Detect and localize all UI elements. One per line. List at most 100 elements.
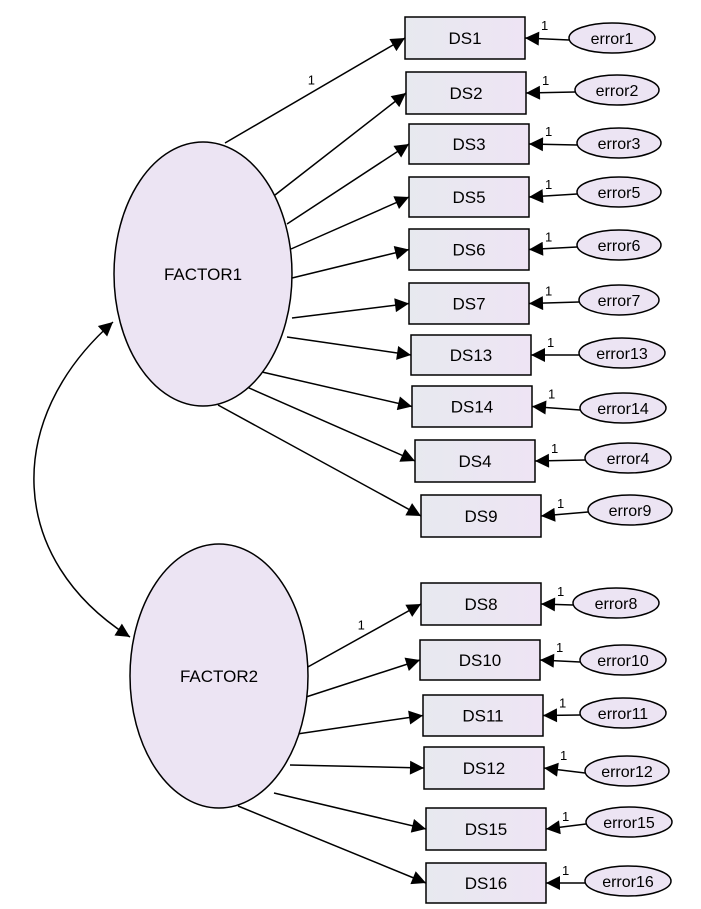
indicator-box-ds4	[414, 439, 536, 483]
error-label-error5: error5	[598, 185, 641, 202]
loading-arrow-ds10	[305, 657, 421, 698]
indicator-box-ds7	[408, 282, 530, 325]
loading-arrow-ds11	[296, 710, 424, 735]
error-ellipse-error16	[584, 865, 672, 897]
indicator-label-ds11: DS11	[462, 707, 503, 726]
error-ellipse-error10	[579, 644, 667, 676]
indicator-box-ds13	[410, 334, 532, 376]
error-arrow-ds4	[534, 453, 586, 468]
factor1-ellipse	[113, 141, 293, 407]
indicator-label-ds15: DS15	[465, 820, 508, 839]
indicator-label-ds8: DS8	[464, 595, 497, 614]
loading-arrow-ds1	[224, 37, 406, 144]
error-arrow-ds9	[540, 507, 589, 522]
indicator-box-ds8	[420, 582, 542, 626]
error-label-error1: error1	[591, 31, 634, 48]
error-label-error11: error11	[598, 706, 648, 723]
error-label-error6: error6	[598, 238, 641, 255]
error-ellipse-error15	[585, 806, 673, 838]
loading-arrow-ds7	[291, 298, 410, 319]
error-arrow-ds2	[525, 85, 576, 100]
loading-arrow-ds13	[286, 336, 412, 360]
error-label-error10: error10	[597, 653, 649, 670]
error-ellipse-error1	[568, 22, 656, 54]
error-weight-label-ds16: 1	[562, 863, 569, 878]
indicator-label-ds10: DS10	[459, 651, 502, 670]
error-ellipse-error11	[579, 697, 667, 729]
error-weight-label-ds13: 1	[547, 335, 554, 350]
loading-arrow-ds5	[290, 196, 410, 250]
indicator-box-ds12	[423, 746, 545, 790]
indicator-box-ds2	[405, 71, 527, 115]
error-weight-label-ds1: 1	[541, 18, 548, 33]
loading-arrow-ds6	[291, 246, 410, 279]
loading-arrow-ds12	[289, 760, 425, 775]
error-arrow-ds5	[528, 189, 578, 204]
error-weight-label-ds12: 1	[560, 748, 567, 763]
indicator-label-ds13: DS13	[450, 346, 493, 365]
error-label-error4: error4	[607, 451, 650, 468]
loading-arrow-ds15	[273, 792, 427, 833]
loading-arrow-ds8	[305, 603, 422, 669]
loading-arrow-ds16	[237, 805, 427, 885]
error-ellipse-error4	[584, 442, 672, 474]
indicator-label-ds9: DS9	[464, 507, 497, 526]
error-weight-label-ds9: 1	[557, 496, 564, 511]
error-label-error3: error3	[598, 136, 641, 153]
error-ellipse-error9	[587, 494, 673, 526]
error-weight-label-ds7: 1	[545, 284, 552, 299]
loading-weight-label-ds1: 1	[308, 73, 315, 88]
error-label-error14: error14	[597, 401, 649, 418]
loading-arrow-ds14	[261, 371, 413, 411]
error-label-error7: error7	[598, 293, 641, 310]
indicator-label-ds5: DS5	[452, 188, 485, 207]
loading-weight-label-ds8: 1	[358, 617, 365, 632]
error-label-error2: error2	[596, 83, 639, 100]
indicator-box-ds15	[425, 807, 547, 851]
error-label-error12: error12	[601, 764, 653, 781]
factor1-label: FACTOR1	[164, 265, 242, 284]
indicator-box-ds10	[419, 639, 541, 681]
error-arrow-ds12	[543, 762, 586, 777]
error-ellipse-error12	[584, 755, 670, 787]
error-arrow-ds6	[528, 241, 578, 256]
error-weight-label-ds4: 1	[551, 441, 558, 456]
error-label-error16: error16	[602, 874, 654, 891]
loading-arrow-ds3	[286, 143, 410, 225]
indicator-label-ds1: DS1	[448, 29, 481, 48]
error-arrow-ds14	[531, 400, 581, 415]
error-label-error8: error8	[595, 596, 638, 613]
error-weight-label-ds8: 1	[557, 584, 564, 599]
error-arrow-ds3	[528, 137, 578, 152]
error-ellipse-error3	[576, 127, 662, 159]
indicator-box-ds6	[408, 228, 530, 271]
factor2-label: FACTOR2	[180, 667, 258, 686]
factor2-ellipse	[129, 543, 309, 809]
indicator-label-ds6: DS6	[452, 241, 485, 260]
error-weight-label-ds14: 1	[548, 387, 555, 402]
indicator-box-ds5	[408, 176, 530, 218]
factor-covariance-arrow	[33, 321, 131, 638]
error-weight-label-ds15: 1	[562, 809, 569, 824]
indicator-box-ds3	[408, 123, 530, 165]
indicator-label-ds16: DS16	[465, 874, 508, 893]
error-label-error9: error9	[609, 503, 652, 520]
error-label-error15: error15	[603, 815, 655, 832]
indicator-label-ds12: DS12	[463, 759, 506, 778]
error-weight-label-ds3: 1	[545, 124, 552, 139]
error-ellipse-error2	[574, 74, 660, 106]
error-arrow-ds15	[545, 820, 587, 835]
error-weight-label-ds2: 1	[542, 73, 549, 88]
error-weight-label-ds10: 1	[556, 640, 563, 655]
error-label-error13: error13	[596, 346, 648, 363]
error-ellipse-error8	[572, 587, 660, 619]
error-ellipse-error13	[578, 337, 666, 369]
indicator-label-ds2: DS2	[449, 84, 482, 103]
error-arrow-ds1	[524, 31, 570, 46]
loading-arrow-ds9	[217, 404, 422, 517]
error-arrow-ds10	[539, 653, 581, 668]
error-arrow-ds8	[540, 597, 574, 612]
